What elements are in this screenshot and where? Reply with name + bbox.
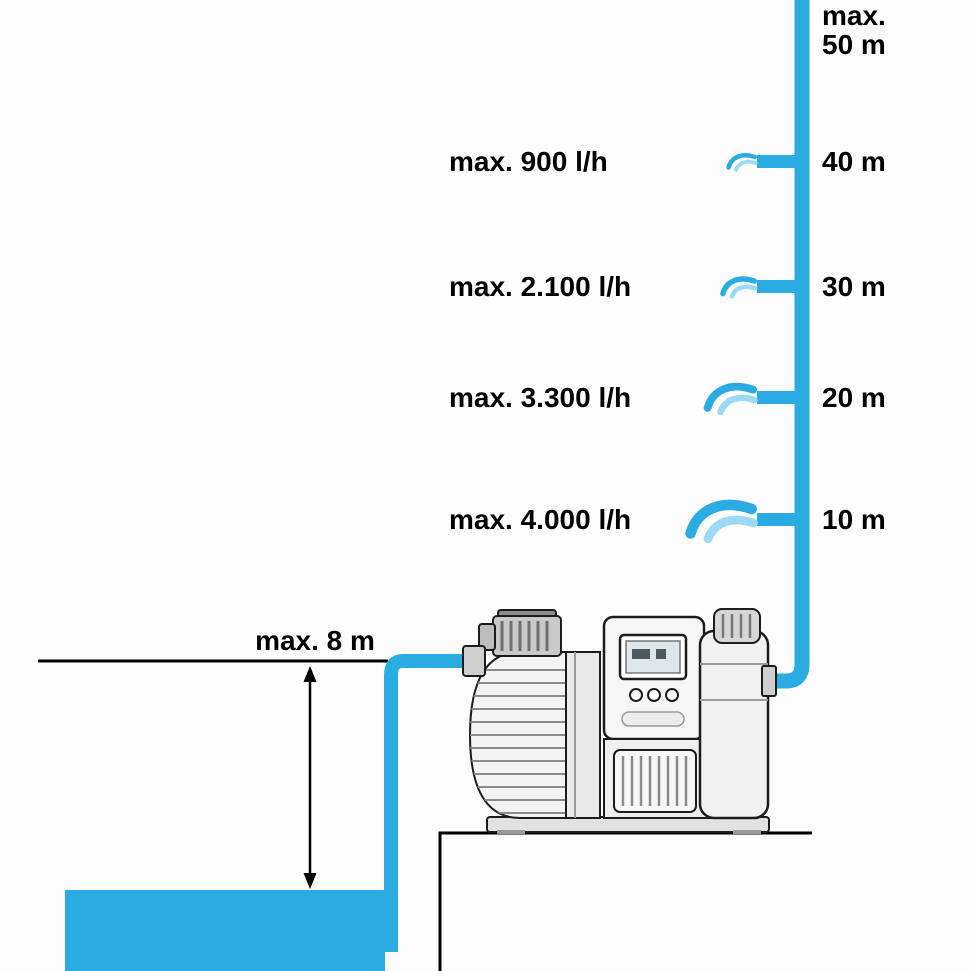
arrowhead-down-icon [303, 873, 317, 889]
arrowhead-up-icon [303, 666, 317, 682]
height-label-10m: 10 m [822, 504, 886, 535]
pump-button [629, 688, 643, 702]
flow-label-40m: max. 900 l/h [449, 146, 608, 177]
height-label-20m: 20 m [822, 382, 886, 413]
flow-label-10m: max. 4.000 l/h [449, 504, 632, 535]
water-spray-icon-10m [691, 505, 754, 539]
water-spray-icon-20m [708, 387, 755, 412]
platform-edge [438, 831, 812, 971]
suction-depth-label: max. 8 m [255, 625, 375, 656]
pump-button [647, 688, 661, 702]
max-head-value: 50 m [822, 29, 886, 60]
water-spray-icon-30m [723, 279, 755, 296]
pipe-outlet-20m [757, 391, 797, 404]
pipe-outlet-40m [757, 155, 797, 168]
max-head-prefix: max. [822, 0, 886, 31]
flow-label-20m: max. 3.300 l/h [449, 382, 632, 413]
pipe-outlet-30m [757, 280, 797, 293]
water-spray-icon-40m [729, 155, 756, 169]
height-label-30m: 30 m [822, 271, 886, 302]
delivery-pipe [764, 0, 810, 689]
max-head-label: max. 50 m [822, 1, 886, 59]
flow-label-30m: max. 2.100 l/h [449, 271, 632, 302]
height-label-40m: 40 m [822, 146, 886, 177]
pump-button [665, 688, 679, 702]
pipe-outlet-10m [757, 513, 797, 526]
pump-illustration [462, 608, 777, 834]
water-tank [65, 890, 385, 971]
suction-depth-arrow [303, 666, 317, 889]
suction-pipe [384, 654, 482, 952]
